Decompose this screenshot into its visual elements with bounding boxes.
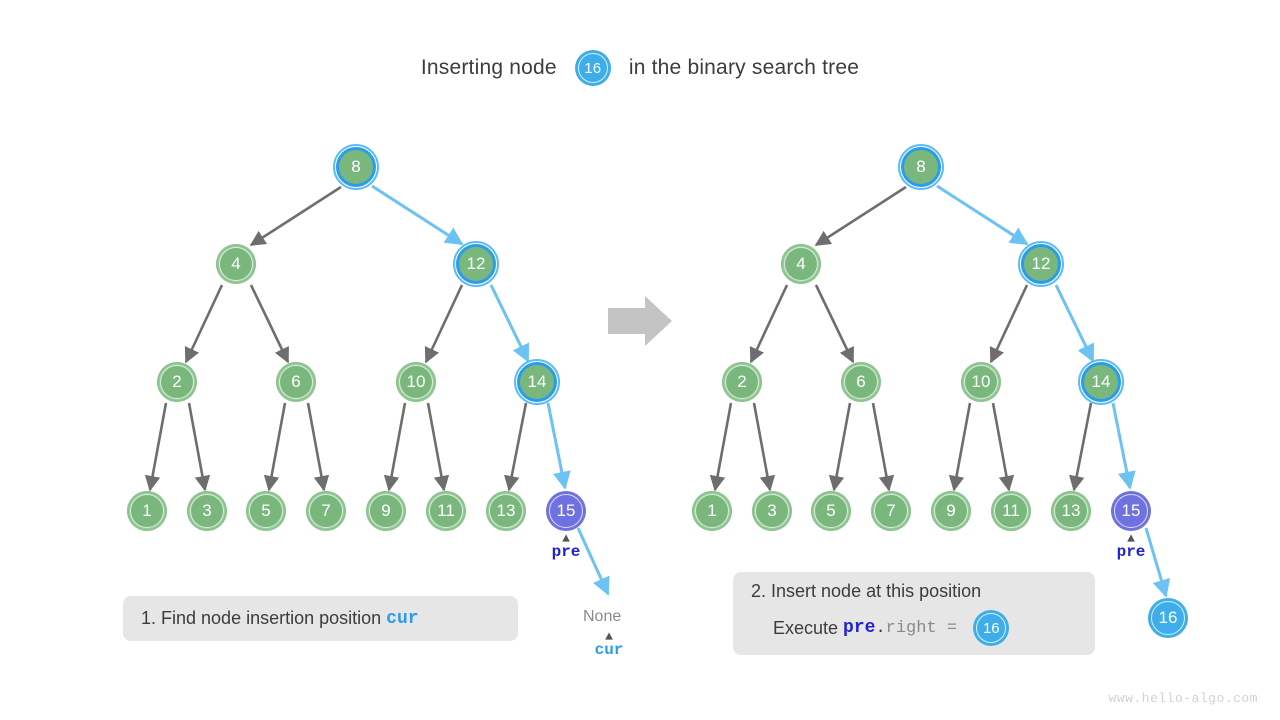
node-label: 15 bbox=[1121, 500, 1141, 520]
node-label: 3 bbox=[202, 500, 212, 520]
node-label: 8 bbox=[916, 156, 926, 176]
tree-node-12[interactable]: 12 bbox=[453, 241, 499, 287]
caption-equals: = bbox=[936, 618, 968, 638]
tree-node-8[interactable]: 8 bbox=[898, 144, 944, 190]
pointer-label-cur: cur bbox=[594, 641, 624, 659]
diagram-title: Inserting node 16 in the binary search t… bbox=[0, 50, 1280, 86]
tree-node-5[interactable]: 5 bbox=[246, 491, 286, 531]
tree-node-2[interactable]: 2 bbox=[722, 362, 762, 402]
node-label: 7 bbox=[886, 500, 896, 520]
pointer-marker-pre: ▲ pre bbox=[546, 531, 586, 562]
tree-node-7[interactable]: 7 bbox=[871, 491, 911, 531]
node-label: 5 bbox=[261, 500, 271, 520]
tree-node-16[interactable]: 16 bbox=[1148, 598, 1188, 638]
node-label: 15 bbox=[556, 500, 576, 520]
tree-node-5[interactable]: 5 bbox=[811, 491, 851, 531]
tree-node-12[interactable]: 12 bbox=[1018, 241, 1064, 287]
tree-node-6[interactable]: 6 bbox=[276, 362, 316, 402]
node-label: 12 bbox=[466, 253, 486, 273]
caption-node-16: 16 bbox=[973, 610, 1010, 646]
caret-icon: ▲ bbox=[605, 629, 613, 644]
tree-node-9[interactable]: 9 bbox=[931, 491, 971, 531]
tree-node-14[interactable]: 14 bbox=[514, 359, 560, 405]
tree-node-11[interactable]: 11 bbox=[991, 491, 1031, 531]
node-label: 14 bbox=[527, 371, 547, 391]
tree-node-7[interactable]: 7 bbox=[306, 491, 346, 531]
tree-node-4[interactable]: 4 bbox=[216, 244, 256, 284]
tree-node-1[interactable]: 1 bbox=[692, 491, 732, 531]
watermark: www.hello-algo.com bbox=[1108, 691, 1258, 706]
transition-arrow bbox=[608, 296, 672, 346]
title-prefix: Inserting node bbox=[420, 56, 563, 79]
node-label: 14 bbox=[1091, 371, 1111, 391]
pointer-marker-cur: ▲ cur bbox=[588, 629, 630, 660]
caption-step-2: 2. Insert node at this position Execute … bbox=[733, 572, 1095, 655]
caption-keyword-pre: pre bbox=[843, 618, 876, 638]
node-label: 16 bbox=[1158, 607, 1178, 627]
node-label: 10 bbox=[406, 371, 426, 391]
tree-node-3[interactable]: 3 bbox=[187, 491, 227, 531]
caption-node-label: 16 bbox=[982, 619, 1000, 637]
node-label: 7 bbox=[321, 500, 331, 520]
none-label: None bbox=[583, 608, 622, 625]
title-node-16: 16 bbox=[574, 50, 611, 86]
tree-node-2[interactable]: 2 bbox=[157, 362, 197, 402]
node-label: 8 bbox=[351, 156, 361, 176]
node-label: 13 bbox=[496, 500, 516, 520]
tree-node-4[interactable]: 4 bbox=[781, 244, 821, 284]
caption-text-line1: Insert node at this position bbox=[771, 581, 982, 601]
tree-node-10[interactable]: 10 bbox=[961, 362, 1001, 402]
tree-node-11[interactable]: 11 bbox=[426, 491, 466, 531]
node-label: 3 bbox=[767, 500, 777, 520]
tree-node-10[interactable]: 10 bbox=[396, 362, 436, 402]
node-label: 12 bbox=[1031, 253, 1051, 273]
caption-keyword-cur: cur bbox=[386, 608, 419, 629]
tree-node-6[interactable]: 6 bbox=[841, 362, 881, 402]
tree-node-14[interactable]: 14 bbox=[1078, 359, 1124, 405]
tree-node-9[interactable]: 9 bbox=[366, 491, 406, 531]
title-node-label: 16 bbox=[584, 59, 602, 77]
caption-dot: . bbox=[875, 618, 886, 638]
pointer-label-pre: pre bbox=[1116, 543, 1146, 561]
tree-node-1[interactable]: 1 bbox=[127, 491, 167, 531]
caption-execute-label: Execute bbox=[773, 617, 844, 638]
tree-node-15[interactable]: 15 bbox=[1111, 491, 1151, 531]
node-label: 10 bbox=[971, 371, 991, 391]
tree-node-3[interactable]: 3 bbox=[752, 491, 792, 531]
pointer-label-pre: pre bbox=[551, 543, 581, 561]
node-label: 1 bbox=[142, 500, 152, 520]
caption-attr-right: right bbox=[885, 618, 937, 638]
node-label: 4 bbox=[231, 253, 241, 273]
tree-node-13[interactable]: 13 bbox=[1051, 491, 1091, 531]
node-label: 2 bbox=[172, 371, 182, 391]
tree-node-15[interactable]: 15 bbox=[546, 491, 586, 531]
node-label: 9 bbox=[381, 500, 391, 520]
pointer-marker-pre: ▲ pre bbox=[1111, 531, 1151, 562]
tree-node-8[interactable]: 8 bbox=[333, 144, 379, 190]
node-label: 5 bbox=[826, 500, 836, 520]
node-label: 13 bbox=[1061, 500, 1081, 520]
tree-node-13[interactable]: 13 bbox=[486, 491, 526, 531]
title-suffix: in the binary search tree bbox=[622, 56, 860, 79]
node-label: 9 bbox=[946, 500, 956, 520]
caption-step-1: 1. Find node insertion position cur bbox=[123, 596, 518, 641]
node-label: 2 bbox=[737, 371, 747, 391]
node-label: 4 bbox=[796, 253, 806, 273]
node-label: 1 bbox=[707, 500, 717, 520]
node-label: 11 bbox=[1002, 500, 1020, 520]
caption-number: 1. bbox=[141, 608, 162, 628]
caption-text: Find node insertion position bbox=[161, 608, 387, 628]
caret-icon: ▲ bbox=[562, 531, 570, 546]
node-label: 6 bbox=[856, 371, 866, 391]
node-label: 6 bbox=[291, 371, 301, 391]
caret-icon: ▲ bbox=[1127, 531, 1135, 546]
node-label: 11 bbox=[437, 500, 455, 520]
caption-number: 2. bbox=[751, 581, 772, 601]
